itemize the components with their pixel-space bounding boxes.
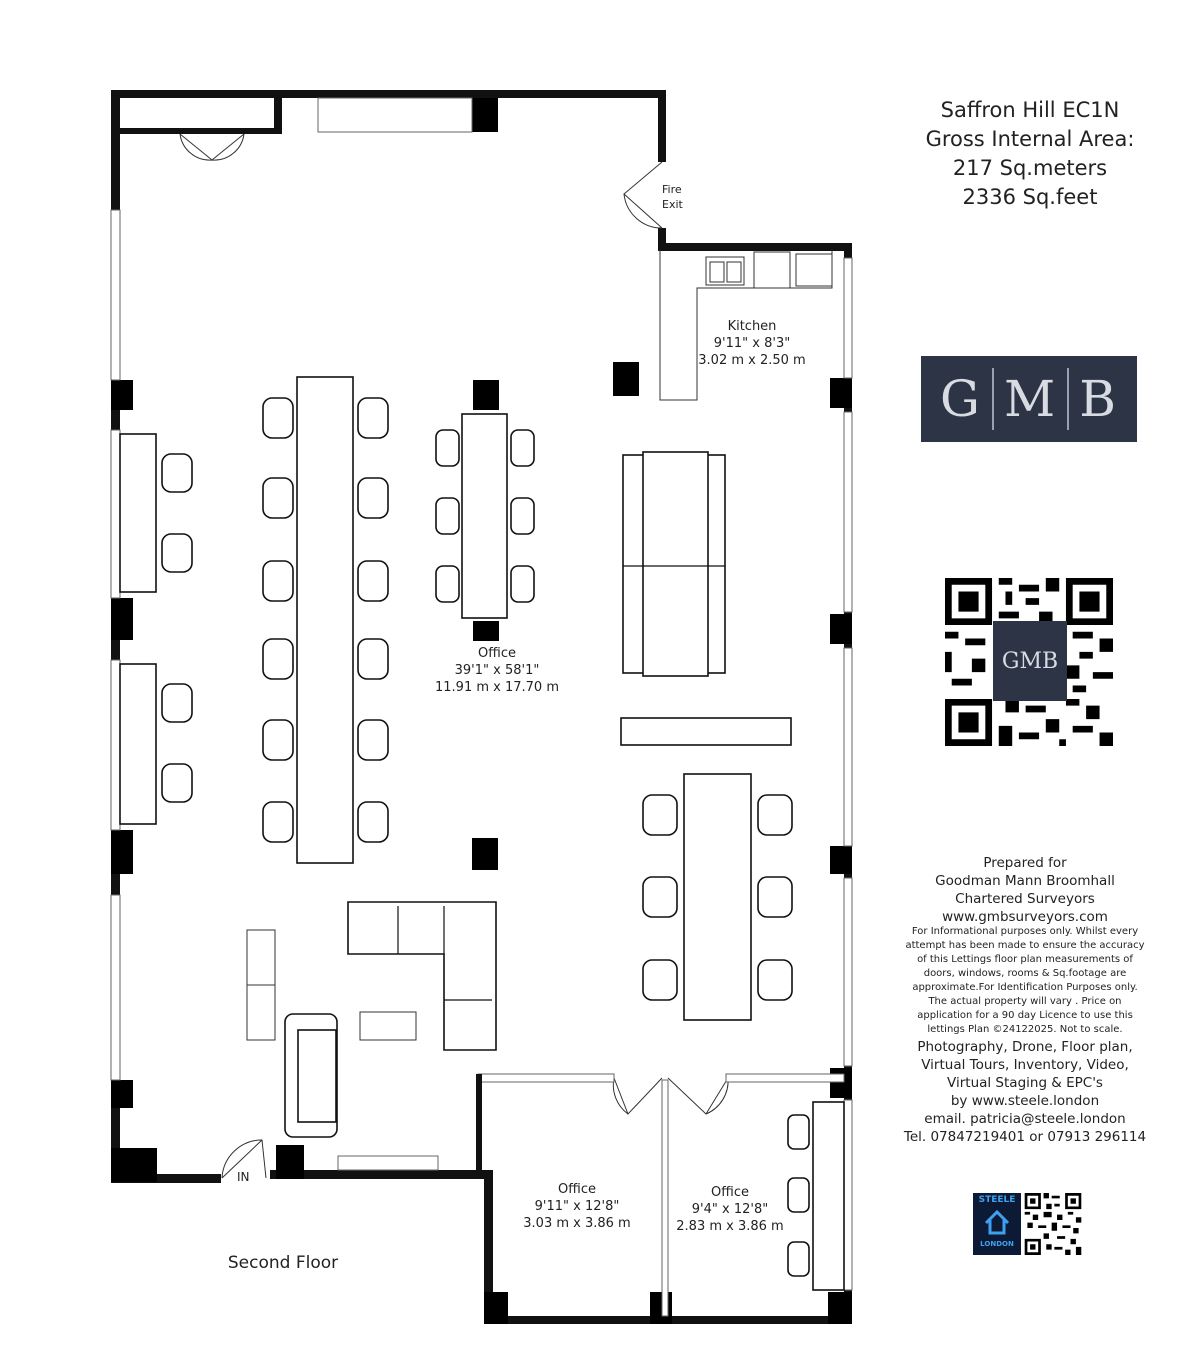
- services-line: Photography, Drone, Floor plan,: [917, 1039, 1133, 1055]
- room-name: Office: [711, 1185, 749, 1200]
- services-line: Tel. 07847219401 or 07913 296114: [903, 1129, 1147, 1145]
- windows: [110, 97, 853, 1291]
- room-imperial: 39'1" x 58'1": [455, 663, 540, 678]
- property-name: Saffron Hill EC1N: [940, 98, 1120, 122]
- floor-label: Second Floor: [228, 1253, 338, 1273]
- prepared-for-block: Prepared for Goodman Mann Broomhall Char…: [890, 854, 1160, 926]
- disclaimer-line: of this Lettings floor plan measurements…: [917, 954, 1133, 965]
- fire-exit-label: Fire: [662, 183, 682, 196]
- kitchen-units: [659, 250, 833, 401]
- disclaimer-line: lettings Plan ©24122025. Not to scale.: [927, 1024, 1123, 1035]
- services-line: Virtual Tours, Inventory, Video,: [921, 1057, 1129, 1073]
- entrance-label: IN: [237, 1170, 250, 1184]
- disclaimer-line: doors, windows, rooms & Sq.footage are: [923, 968, 1127, 979]
- office-right-desk: [787, 1101, 845, 1291]
- prepared-line: Goodman Mann Broomhall: [935, 873, 1115, 889]
- room-name: Office: [478, 646, 516, 661]
- badge-letter: G: [1001, 648, 1020, 674]
- fire-exit-label-2: Exit: [662, 198, 684, 211]
- services-block: Photography, Drone, Floor plan, Virtual …: [895, 1038, 1155, 1146]
- sofa-unit: [620, 451, 792, 746]
- area-label: Gross Internal Area:: [925, 127, 1135, 151]
- room-name: Kitchen: [728, 319, 777, 334]
- title-block: Saffron Hill EC1N Gross Internal Area: 2…: [900, 96, 1160, 212]
- services-line: by www.steele.london: [950, 1093, 1100, 1109]
- area-sq-meters: 217 Sq.meters: [952, 156, 1108, 180]
- room-metric: 3.03 m x 3.86 m: [523, 1216, 630, 1231]
- middle-table: [435, 380, 535, 641]
- disclaimer-line: attempt has been made to ensure the accu…: [905, 940, 1145, 951]
- area-sq-feet: 2336 Sq.feet: [962, 185, 1098, 209]
- services-line: email. patricia@steele.london: [924, 1111, 1126, 1127]
- room-imperial: 9'11" x 8'3": [714, 336, 790, 351]
- logo-letter: B: [1079, 370, 1118, 428]
- room-label-office-left: Office 9'11" x 12'8" 3.03 m x 3.86 m: [523, 1182, 630, 1231]
- badge-letter: M: [1019, 648, 1042, 674]
- services-line: Virtual Staging & EPC's: [947, 1075, 1103, 1091]
- disclaimer-block: For Informational purposes only. Whilst …: [902, 925, 1148, 1037]
- long-table: [262, 376, 389, 864]
- prepared-line: Chartered Surveyors: [955, 891, 1095, 907]
- qr-code-icon: [1024, 1193, 1082, 1255]
- logo-letter: M: [1004, 370, 1058, 428]
- meeting-table: [642, 773, 793, 1021]
- left-desks: [119, 433, 193, 825]
- prepared-line: Prepared for: [983, 855, 1067, 871]
- badge-letter: B: [1041, 648, 1059, 674]
- room-label-office-right: Office 9'4" x 12'8" 2.83 m x 3.86 m: [676, 1185, 783, 1234]
- room-label-office-main: Office 39'1" x 58'1" 11.91 m x 17.70 m: [435, 646, 559, 695]
- house-icon: [984, 1209, 1010, 1235]
- room-metric: 11.91 m x 17.70 m: [435, 680, 559, 695]
- disclaimer-line: For Informational purposes only. Whilst …: [911, 926, 1139, 937]
- room-imperial: 9'11" x 12'8": [535, 1199, 620, 1214]
- room-label-kitchen: Kitchen 9'11" x 8'3" 3.02 m x 2.50 m: [698, 319, 805, 368]
- disclaimer-line: application for a 90 day Licence to use …: [917, 1010, 1133, 1021]
- partitions: [476, 1073, 845, 1317]
- room-metric: 2.83 m x 3.86 m: [676, 1219, 783, 1234]
- room-metric: 3.02 m x 2.50 m: [698, 353, 805, 368]
- lounge: [246, 901, 497, 1138]
- disclaimer-line: The actual property will vary . Price on: [928, 996, 1122, 1007]
- steele-london-logo: STEELE LONDON: [973, 1193, 1021, 1255]
- prepared-line: www.gmbsurveyors.com: [942, 909, 1108, 925]
- room-imperial: 9'4" x 12'8": [692, 1202, 768, 1217]
- room-name: Office: [558, 1182, 596, 1197]
- disclaimer-line: approximate.For Identification Purposes …: [912, 982, 1138, 993]
- doors: [179, 133, 729, 1179]
- steele-logo-side: LONDON: [980, 1240, 1014, 1248]
- steele-logo-top: STEELE: [978, 1195, 1016, 1205]
- logo-letter: G: [940, 370, 982, 428]
